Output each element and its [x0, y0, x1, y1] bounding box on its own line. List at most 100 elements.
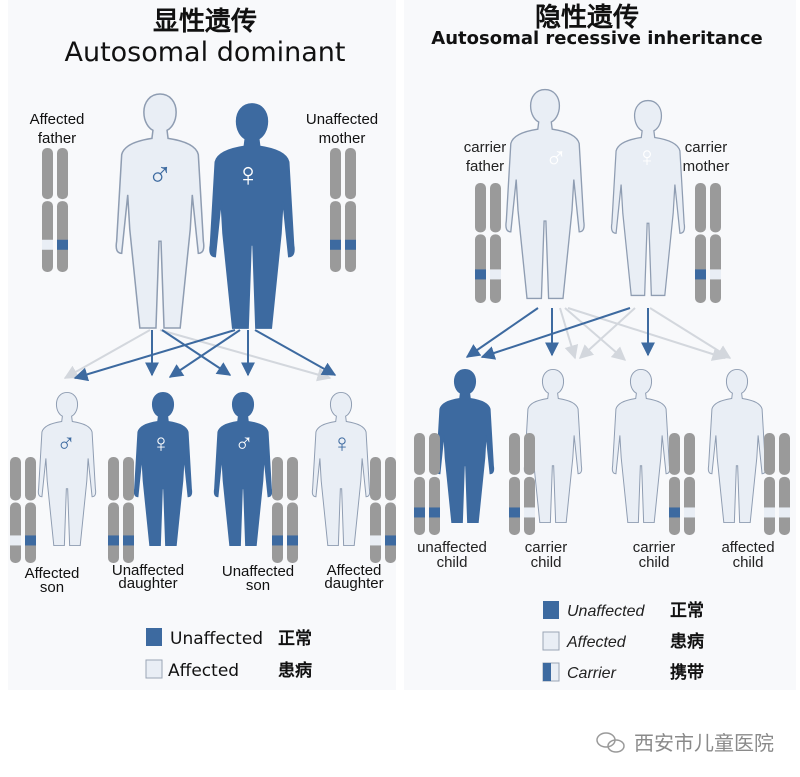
legend-swatch-affected: [542, 631, 560, 651]
chromosome-arm: [287, 502, 298, 563]
recessive-title-cn: 隐性遗传: [535, 3, 639, 33]
chromosome-arm: [123, 457, 134, 501]
child-label: Affected: [25, 565, 80, 582]
chromosome-arm: [509, 476, 520, 535]
allele-band-unaffected: [429, 507, 440, 518]
chromosome-arm: [272, 502, 283, 563]
chromosome-pair: [509, 433, 535, 535]
chromosome-arm: [345, 148, 356, 200]
chromosome-arm: [779, 476, 790, 535]
child-label: daughter: [118, 575, 177, 592]
chromosome-arm: [764, 433, 775, 475]
chromosome-arm: [385, 502, 396, 563]
chromosome-arm: [490, 183, 501, 233]
chromosome-arm: [669, 476, 680, 535]
allele-band-unaffected: [385, 535, 396, 546]
legend-label-cn: 携带: [670, 662, 704, 683]
chromosome-pair: [695, 183, 721, 303]
dominant-panel: [8, 0, 396, 690]
chromosome-arm: [370, 502, 381, 563]
allele-band-unaffected: [57, 239, 68, 250]
legend-label-cn: 正常: [278, 628, 312, 649]
chromosome-arm: [475, 234, 486, 303]
chromosome-arm: [330, 148, 341, 200]
allele-band-unaffected: [287, 535, 298, 546]
chromosome-arm: [695, 234, 706, 303]
chromosome-arm: [108, 457, 119, 501]
male-symbol: ♂: [545, 142, 568, 175]
male-symbol: ♂: [147, 156, 173, 194]
legend-label: Carrier: [567, 665, 617, 682]
chromosome-arm: [764, 476, 775, 535]
chromosome-arm: [695, 183, 706, 233]
chromosome-arm: [370, 457, 381, 501]
chromosome-arm: [684, 476, 695, 535]
child-label: daughter: [324, 575, 383, 592]
chromosome-arm: [42, 201, 53, 272]
chromosome-arm: [684, 433, 695, 475]
allele-band-unaffected: [108, 535, 119, 546]
chromosome-arm: [57, 201, 68, 272]
legend-swatch-unaffected: [146, 628, 162, 646]
dominant-title-cn: 显性遗传: [153, 7, 257, 37]
chromosome-pair: [42, 148, 68, 272]
allele-band-unaffected: [330, 239, 341, 250]
chromosome-arm: [42, 148, 53, 200]
female-symbol: ♀: [235, 156, 261, 194]
dominant-arrows: [63, 329, 337, 382]
legend-label-cn: 患病: [278, 660, 312, 681]
child-label: Unaffected: [222, 563, 294, 580]
legend-label-cn: 患病: [670, 631, 704, 652]
father-label: Affected: [30, 111, 85, 128]
allele-band-affected: [370, 535, 381, 546]
carrier-father-label: carrier: [464, 139, 507, 156]
watermark-text: 西安市儿童医院: [634, 731, 774, 755]
dominant-title-en: Autosomal dominant: [64, 37, 345, 68]
chromosome-pair: [370, 457, 396, 563]
chromosome-arm: [10, 457, 21, 501]
chromosome-arm: [490, 234, 501, 303]
legend-label: Unaffected: [170, 629, 263, 649]
chromosome-arm: [429, 433, 440, 475]
female-symbol: ♀: [151, 428, 171, 458]
wechat-icon: [596, 732, 625, 753]
chromosome-arm: [25, 502, 36, 563]
allele-band-unaffected: [475, 269, 486, 280]
allele-band-affected: [10, 535, 21, 546]
carrier-father-label-2: father: [466, 158, 504, 175]
female-symbol: ♀: [637, 141, 658, 172]
chromosome-arm: [287, 457, 298, 501]
chromosome-pair: [272, 457, 298, 563]
chromosome-arm: [272, 457, 283, 501]
watermark: 西安市儿童医院: [596, 731, 774, 755]
legend-swatch-carrier-half: [543, 663, 551, 681]
carrier-mother-label: carrier: [685, 139, 728, 156]
recessive-child-labels: unaffected child carrier child carrier c…: [417, 539, 774, 571]
child-label: child: [437, 554, 468, 571]
allele-band-unaffected: [25, 535, 36, 546]
child-label: child: [733, 554, 764, 571]
chromosome-pair: [764, 433, 790, 535]
father-label-2: father: [38, 130, 76, 147]
chromosome-arm: [330, 201, 341, 272]
dominant-child-labels: Affected son Unaffected daughter Unaffec…: [25, 562, 384, 596]
legend-label-cn: 正常: [670, 600, 704, 621]
chromosome-pair: [669, 433, 695, 535]
child-label: Affected: [327, 562, 382, 579]
legend-swatch-unaffected: [543, 601, 559, 619]
child-label: affected: [721, 539, 774, 556]
allele-band-affected: [710, 269, 721, 280]
chromosome-arm: [345, 201, 356, 272]
chromosome-arm: [475, 183, 486, 233]
allele-band-affected: [490, 269, 501, 280]
child-label: carrier: [525, 539, 568, 556]
carrier-mother-label-2: mother: [683, 158, 730, 175]
allele-band-affected: [779, 507, 790, 518]
female-symbol: ♀: [332, 428, 352, 458]
recessive-legend: Unaffected 正常 Affected 患病 Carrier 携带: [542, 600, 704, 683]
child-label: son: [40, 579, 64, 596]
legend-swatch-affected: [145, 659, 163, 679]
chromosome-arm: [57, 148, 68, 200]
chromosome-arm: [414, 433, 425, 475]
